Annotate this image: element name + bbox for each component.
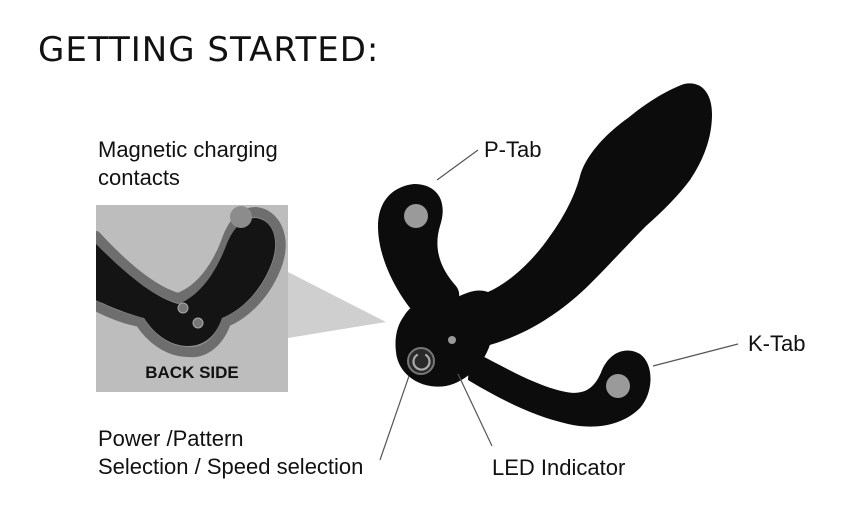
leader-lines [379,149,739,461]
power-selection-label: Power /Pattern Selection / Speed selecti… [98,426,364,479]
p-tab-arm [378,184,460,316]
inset-back-view: BACK SIDE [96,205,288,392]
charging-contact-2 [192,317,204,329]
p-tab-label: P-Tab [484,137,542,162]
led-leader [457,373,493,447]
device-shaft [420,83,712,349]
inset-caption: BACK SIDE [145,363,239,382]
power-leader [379,375,410,461]
power-button [407,347,435,375]
k-tab-pad [606,374,630,398]
charging-contact-1 [177,302,189,314]
inset-callout-wedge [288,272,386,338]
inset-device-back [96,218,276,346]
p-tab-leader [436,149,479,181]
k-tab-leader [652,343,739,367]
page-title: GETTING STARTED: [38,30,380,70]
device-silhouette [378,83,712,427]
p-tab-pad [404,204,428,228]
k-tab-arm [468,350,651,427]
led-indicator-label: LED Indicator [492,455,626,480]
power-icon [412,353,431,371]
charging-contacts-label: Magnetic charging contacts [98,137,278,190]
inset-tab-pad [230,206,252,228]
led-indicator-dot [448,336,456,344]
k-tab-label: K-Tab [748,331,806,356]
